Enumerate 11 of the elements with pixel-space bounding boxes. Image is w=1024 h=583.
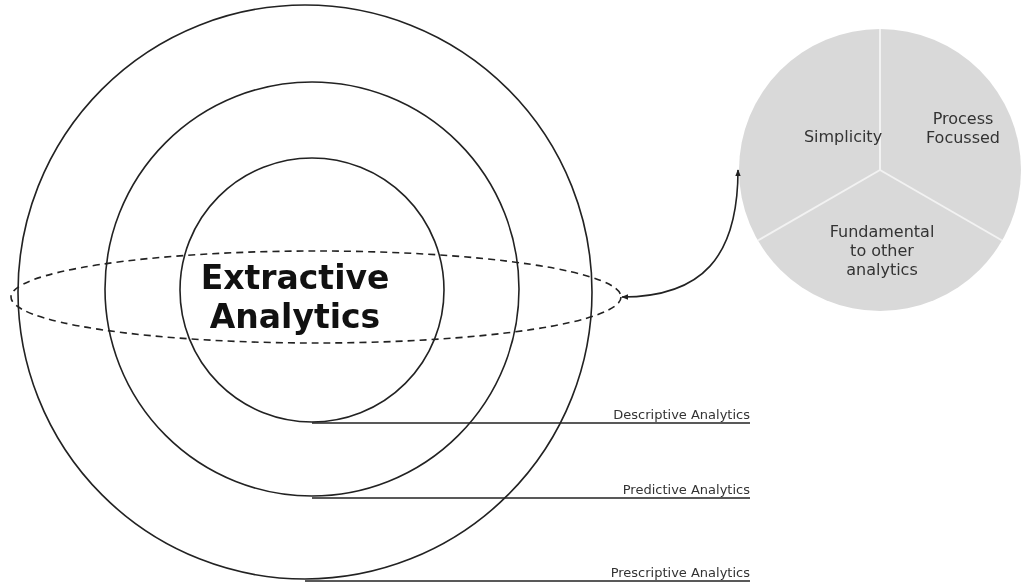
center-title: Extractive Analytics bbox=[199, 258, 391, 336]
ring-label: Predictive Analytics bbox=[622, 482, 750, 497]
leader-line bbox=[311, 422, 751, 424]
leader-line bbox=[311, 497, 751, 499]
segment-label: Fundamental to other analytics bbox=[828, 221, 936, 279]
segment-label: Process Focussed bbox=[925, 109, 1001, 147]
ring-label: Prescriptive Analytics bbox=[610, 565, 750, 580]
connector-arrow bbox=[621, 169, 741, 300]
leader-line bbox=[304, 580, 751, 582]
ring-label: Descriptive Analytics bbox=[613, 407, 750, 422]
segment-label: Simplicity bbox=[803, 126, 883, 146]
